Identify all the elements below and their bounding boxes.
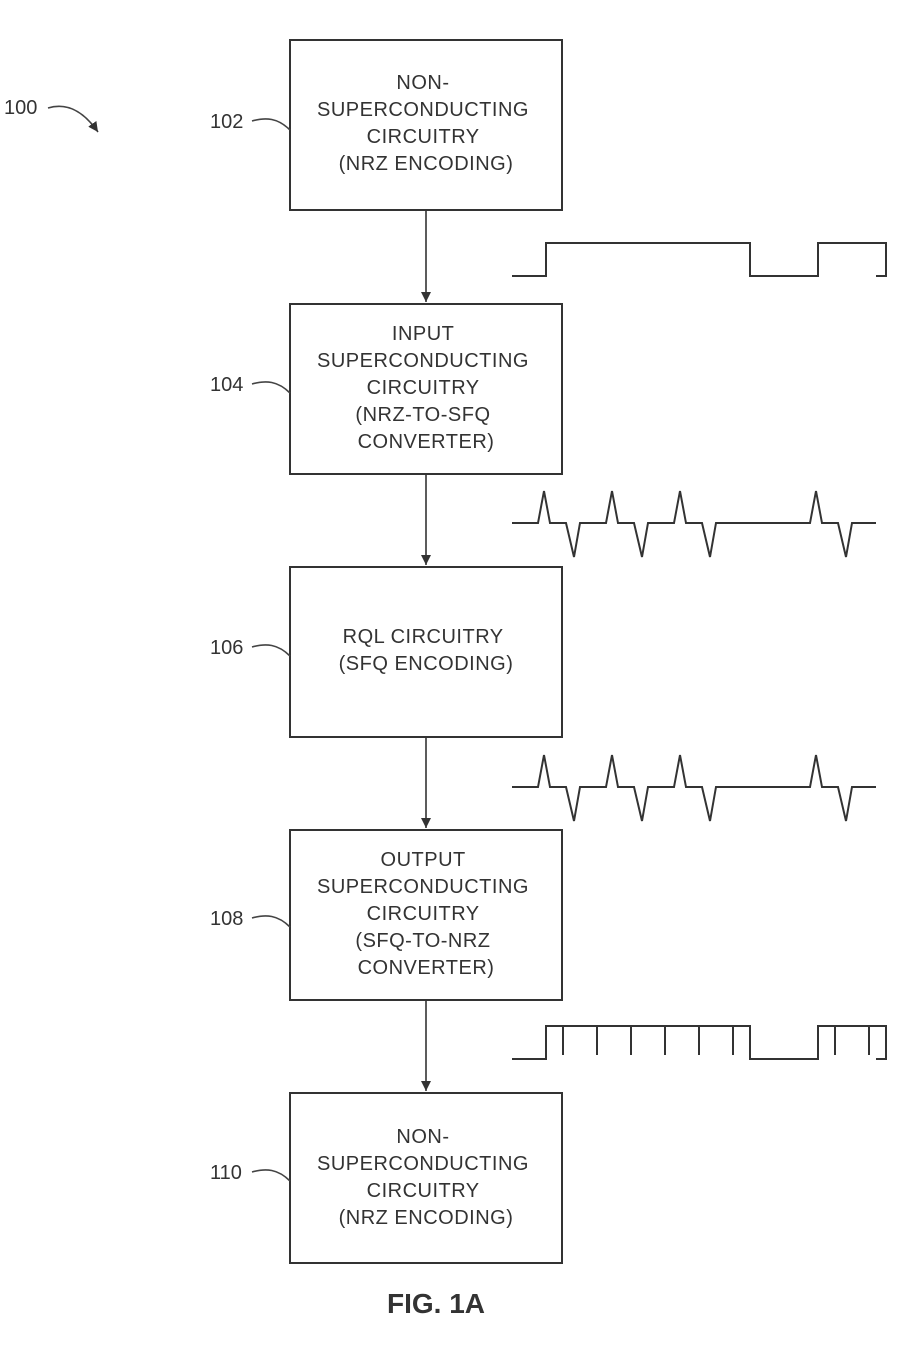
sfq-waveform-rql-output: [512, 755, 876, 821]
nrz-sampled-waveform-output: [512, 1026, 886, 1059]
block-108-leader: [252, 916, 290, 927]
block-102-non-superconducting: NON- SUPERCONDUCTING CIRCUITRY (NRZ ENCO…: [290, 40, 562, 210]
block-104-input-converter: INPUT SUPERCONDUCTING CIRCUITRY (NRZ-TO-…: [290, 304, 562, 474]
block-106-ref: 106: [210, 637, 243, 659]
block-108-output-converter: OUTPUT SUPERCONDUCTING CIRCUITRY (SFQ-TO…: [290, 830, 562, 1000]
block-104-ref: 104: [210, 374, 243, 396]
block-106-leader: [252, 645, 290, 656]
sfq-waveform-input-converter-output: [512, 491, 876, 557]
figure-ref-arrow: [48, 106, 98, 132]
figure-ref-label: 100: [4, 97, 37, 119]
block-104-leader: [252, 382, 290, 393]
block-106-rql-circuitry: RQL CIRCUITRY (SFQ ENCODING): [290, 567, 562, 737]
block-110-non-superconducting: NON- SUPERCONDUCTING CIRCUITRY (NRZ ENCO…: [290, 1093, 562, 1263]
block-108-ref: 108: [210, 908, 243, 930]
block-102-leader: [252, 119, 290, 130]
block-102-ref: 102: [210, 111, 243, 133]
block-110-leader: [252, 1170, 290, 1181]
nrz-waveform-input: [512, 243, 886, 276]
figure-caption: FIG. 1A: [387, 1288, 485, 1319]
block-110-ref: 110: [210, 1162, 242, 1184]
